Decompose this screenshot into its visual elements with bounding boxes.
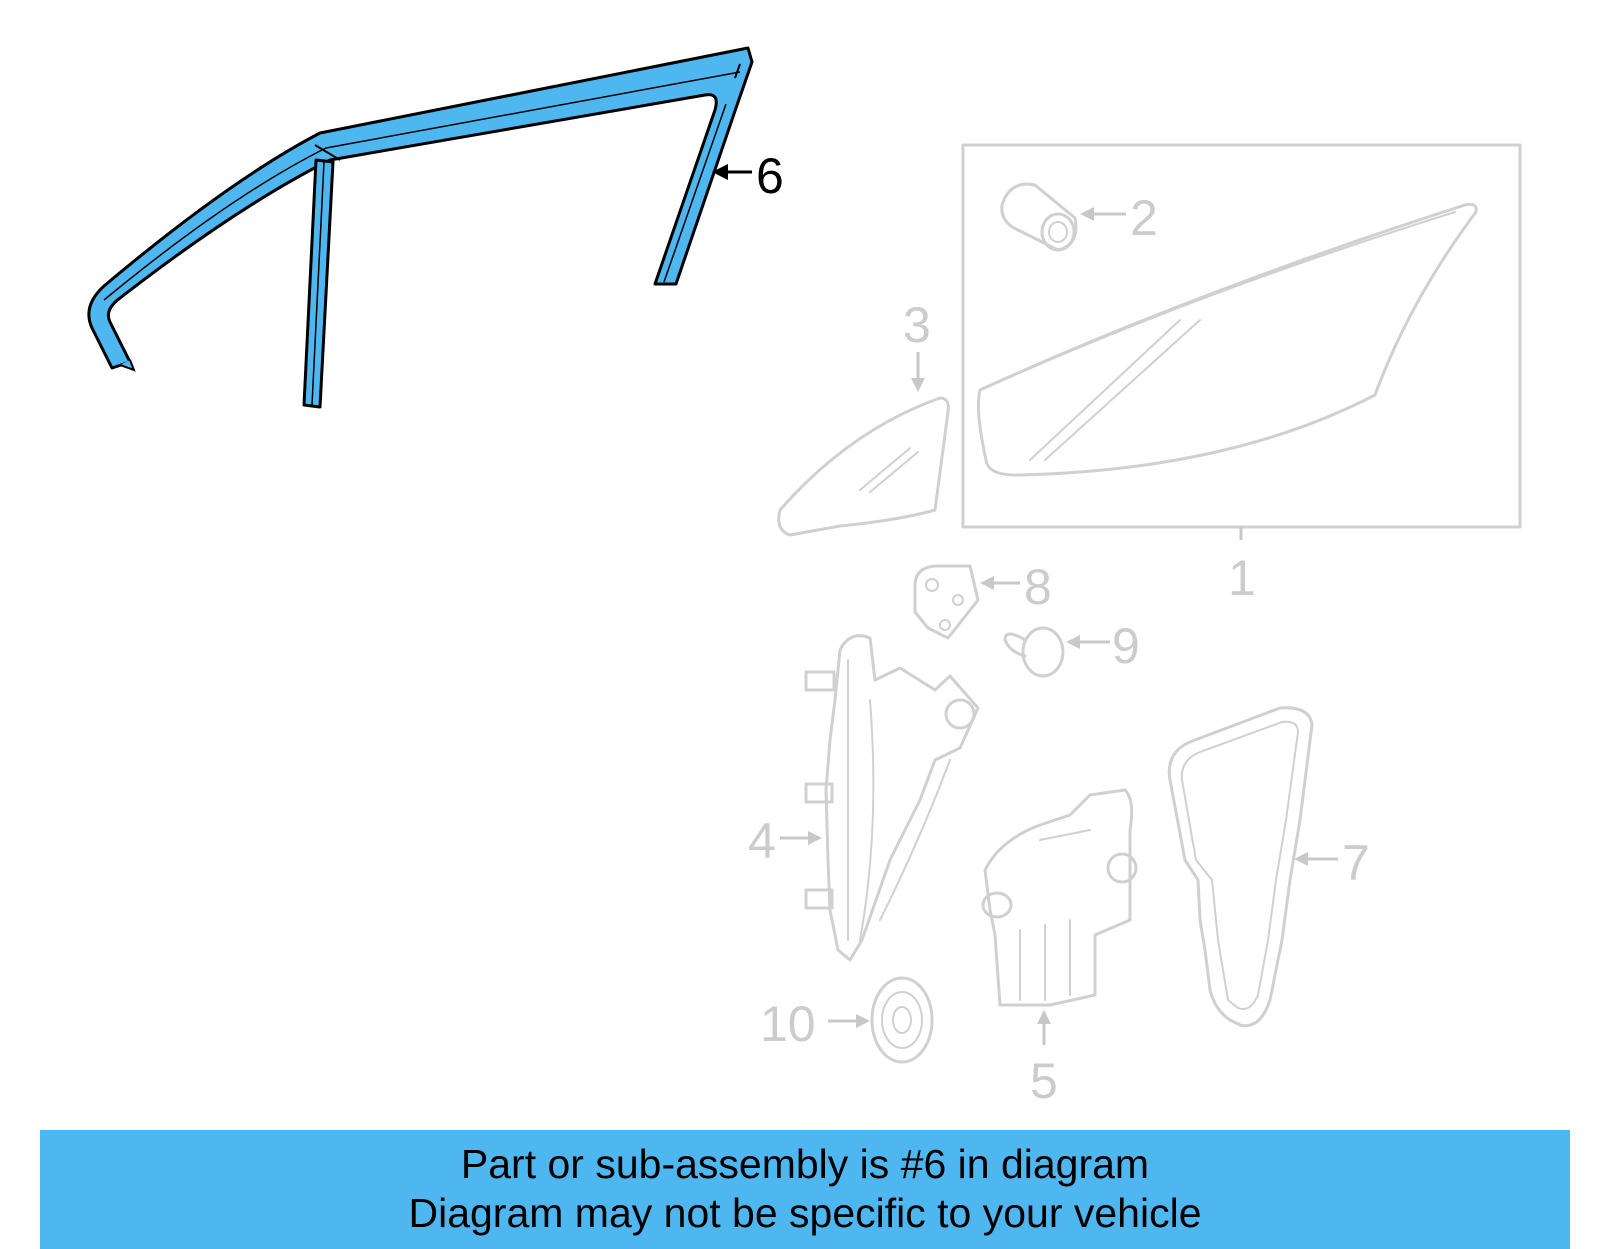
callout-9-label: 9 bbox=[1112, 618, 1140, 674]
info-banner: Part or sub-assembly is #6 in diagram Di… bbox=[40, 1130, 1570, 1249]
callout-1-label: 1 bbox=[1228, 550, 1256, 606]
part-2-bushing bbox=[1000, 182, 1126, 252]
part-6-weatherstrip[interactable] bbox=[87, 46, 754, 409]
callout-6-label: 6 bbox=[756, 148, 784, 204]
part-10-grommet bbox=[828, 976, 934, 1064]
callout-8-label: 8 bbox=[1024, 559, 1052, 615]
part-3-quarter-glass bbox=[777, 352, 950, 537]
part-4-regulator bbox=[780, 634, 980, 962]
callout-2-label: 2 bbox=[1130, 190, 1158, 246]
banner-line-1: Part or sub-assembly is #6 in diagram bbox=[460, 1141, 1150, 1187]
callout-10-label: 10 bbox=[760, 996, 816, 1052]
banner-line-2: Diagram may not be specific to your vehi… bbox=[408, 1190, 1202, 1236]
part-1-door-glass bbox=[961, 143, 1522, 540]
callout-3-label: 3 bbox=[903, 297, 931, 353]
callout-4-label: 4 bbox=[748, 813, 776, 869]
part-9-clip bbox=[1003, 626, 1110, 678]
callout-5-label: 5 bbox=[1030, 1053, 1058, 1109]
part-8-bracket bbox=[913, 564, 1020, 640]
part-5-motor bbox=[981, 788, 1138, 1045]
callout-6: 6 bbox=[712, 148, 784, 204]
callout-7-label: 7 bbox=[1342, 835, 1370, 891]
part-7-seal bbox=[1167, 706, 1338, 1028]
